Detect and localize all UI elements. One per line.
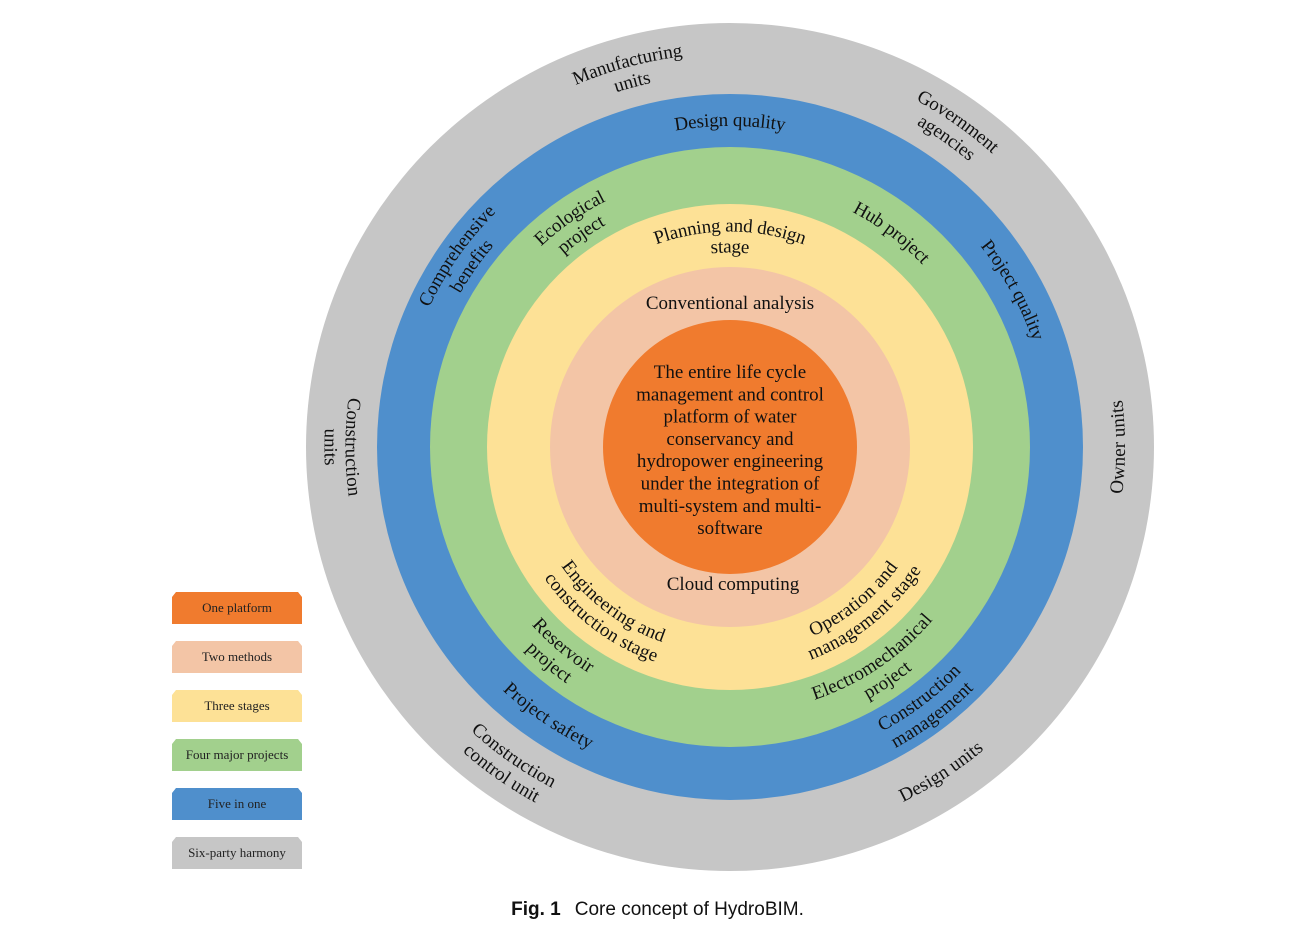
core-text-line: software: [697, 518, 762, 539]
legend-label: Six-party harmony: [188, 845, 286, 860]
party-construction-units-line: Construction: [341, 397, 365, 498]
figure-caption: Fig. 1 Core concept of HydroBIM.: [0, 899, 1315, 921]
stage-planning-design: stage: [710, 236, 750, 258]
figure-label: Fig. 1: [511, 899, 561, 920]
legend-swatch: [172, 837, 302, 869]
party-construction-units: units: [320, 428, 341, 466]
party-construction-units-line: units: [320, 428, 341, 466]
legend-swatch: [172, 788, 302, 820]
legend-label: Two methods: [202, 649, 272, 664]
legend-swatch: [172, 739, 302, 771]
core-text-line: hydropower engineering: [637, 451, 824, 472]
core-text-line: platform of water: [664, 407, 798, 428]
party-owner-units: Owner units: [1106, 399, 1130, 495]
legend-label: One platform: [202, 600, 272, 615]
figure-caption-text: Core concept of HydroBIM.: [574, 899, 804, 920]
core-text-line: management and control: [636, 384, 824, 405]
core-one-platform: [603, 320, 857, 574]
core-text-line: The entire life cycle: [654, 362, 806, 383]
party-owner-units-line: Owner units: [1106, 399, 1130, 495]
legend-label: Three stages: [204, 698, 269, 713]
method-conventional-analysis: Conventional analysis: [646, 293, 814, 314]
method-cloud-computing: Cloud computing: [667, 574, 800, 595]
legend-swatch: [172, 690, 302, 722]
legend-label: Four major projects: [186, 747, 289, 762]
party-construction-units: Construction: [341, 397, 365, 498]
core-text-line: under the integration of: [641, 474, 821, 495]
core-text-line: multi-system and multi-: [639, 496, 822, 517]
stage-planning-design-line: stage: [710, 236, 750, 258]
legend-swatch: [172, 641, 302, 673]
core-text-line: conservancy and: [666, 429, 794, 450]
legend-swatch: [172, 592, 302, 624]
legend-label: Five in one: [208, 796, 267, 811]
